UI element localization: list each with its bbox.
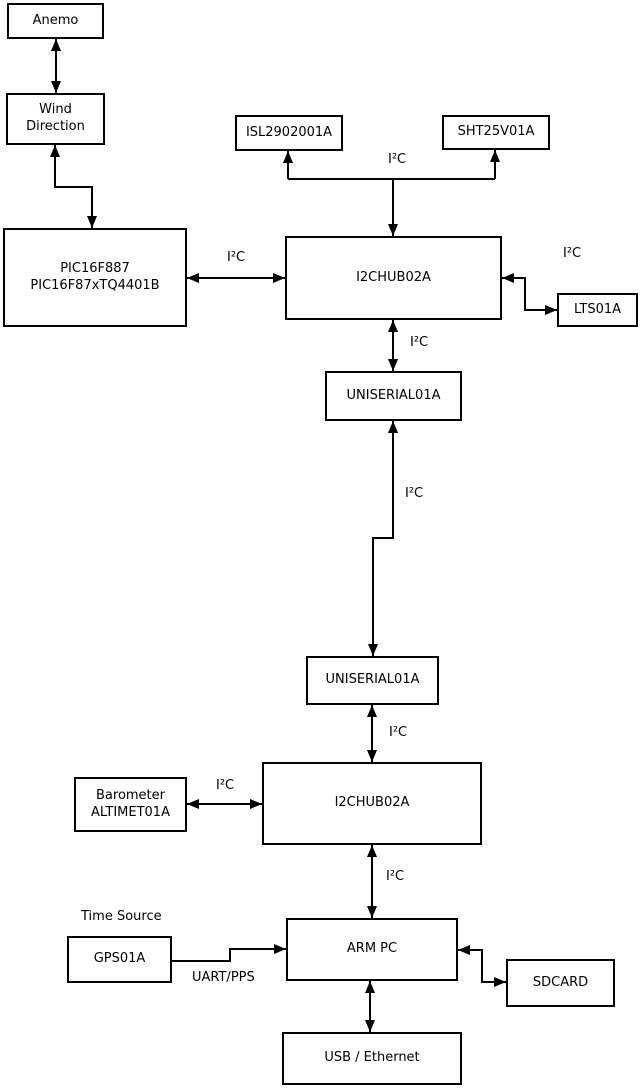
node-lts01a: LTS01A bbox=[557, 293, 638, 327]
edge-label-i2c-uniserial-hub: I²C bbox=[389, 725, 408, 740]
node-sht25v01a: SHT25V01A bbox=[442, 115, 550, 150]
node-lts01a-label: LTS01A bbox=[573, 301, 622, 317]
edge-label-i2c-pic-hub: I²C bbox=[227, 250, 246, 265]
node-usb-ethernet: USB / Ethernet bbox=[282, 1032, 462, 1085]
node-isl2902001a-label: ISL2902001A bbox=[245, 124, 333, 140]
node-isl2902001a: ISL2902001A bbox=[235, 115, 343, 151]
edge-label-i2c-hub-armpc: I²C bbox=[386, 869, 405, 884]
connector-wind-pic bbox=[50, 145, 97, 228]
node-sht25v01a-label: SHT25V01A bbox=[457, 124, 535, 140]
node-wind-direction-line2: Direction bbox=[26, 119, 85, 134]
edge-label-i2c-sensors: I²C bbox=[388, 152, 407, 167]
node-barometer: Barometer ALTIMET01A bbox=[74, 777, 187, 832]
node-gps01a: GPS01A bbox=[67, 936, 172, 983]
node-i2chub02a-top-label: I2CHUB02A bbox=[356, 269, 431, 285]
connector-i2chub-lts bbox=[502, 273, 557, 315]
node-uniserial01a-lower-label: UNISERIAL01A bbox=[325, 672, 420, 688]
node-i2chub02a-bottom-label: I2CHUB02A bbox=[334, 795, 410, 811]
node-anemo: Anemo bbox=[7, 3, 104, 39]
annotation-time-source: Time Source bbox=[81, 909, 162, 924]
node-i2chub02a-bottom: I2CHUB02A bbox=[262, 762, 482, 845]
connector-uniserial-link bbox=[368, 421, 398, 656]
node-pic: PIC16F887 PIC16F87xTQ4401B bbox=[3, 228, 187, 327]
node-sdcard: SDCARD bbox=[506, 959, 615, 1007]
connector-gps-armpc bbox=[172, 944, 286, 962]
node-pic-line1: PIC16F887 bbox=[60, 260, 130, 276]
edge-label-i2c-hub-lts: I²C bbox=[563, 246, 582, 261]
node-arm-pc: ARM PC bbox=[286, 918, 458, 981]
node-barometer-line2: ALTIMET01A bbox=[91, 804, 170, 820]
node-gps01a-label: GPS01A bbox=[93, 951, 146, 967]
node-uniserial01a-upper: UNISERIAL01A bbox=[325, 371, 462, 421]
node-sdcard-label: SDCARD bbox=[532, 974, 589, 990]
node-i2chub02a-top: I2CHUB02A bbox=[285, 236, 502, 320]
edge-label-i2c-uniserial-link: I²C bbox=[405, 486, 424, 501]
node-uniserial01a-upper-label: UNISERIAL01A bbox=[346, 387, 441, 403]
node-anemo-label: Anemo bbox=[32, 12, 79, 28]
node-wind-direction: Wind Direction bbox=[6, 93, 105, 145]
edge-label-uart-pps: UART/PPS bbox=[192, 970, 255, 985]
edge-label-i2c-barometer-hub: I²C bbox=[216, 778, 235, 793]
connector-armpc-sdcard bbox=[458, 945, 506, 987]
node-usb-ethernet-label: USB / Ethernet bbox=[324, 1050, 420, 1066]
node-uniserial01a-lower: UNISERIAL01A bbox=[306, 656, 439, 705]
node-pic-line2: PIC16F87xTQ4401B bbox=[30, 277, 160, 293]
edge-label-i2c-hub-uniserial: I²C bbox=[410, 335, 429, 350]
node-arm-pc-label: ARM PC bbox=[346, 941, 398, 957]
node-wind-direction-line1: Wind bbox=[39, 102, 72, 118]
node-barometer-line1: Barometer bbox=[96, 787, 165, 803]
